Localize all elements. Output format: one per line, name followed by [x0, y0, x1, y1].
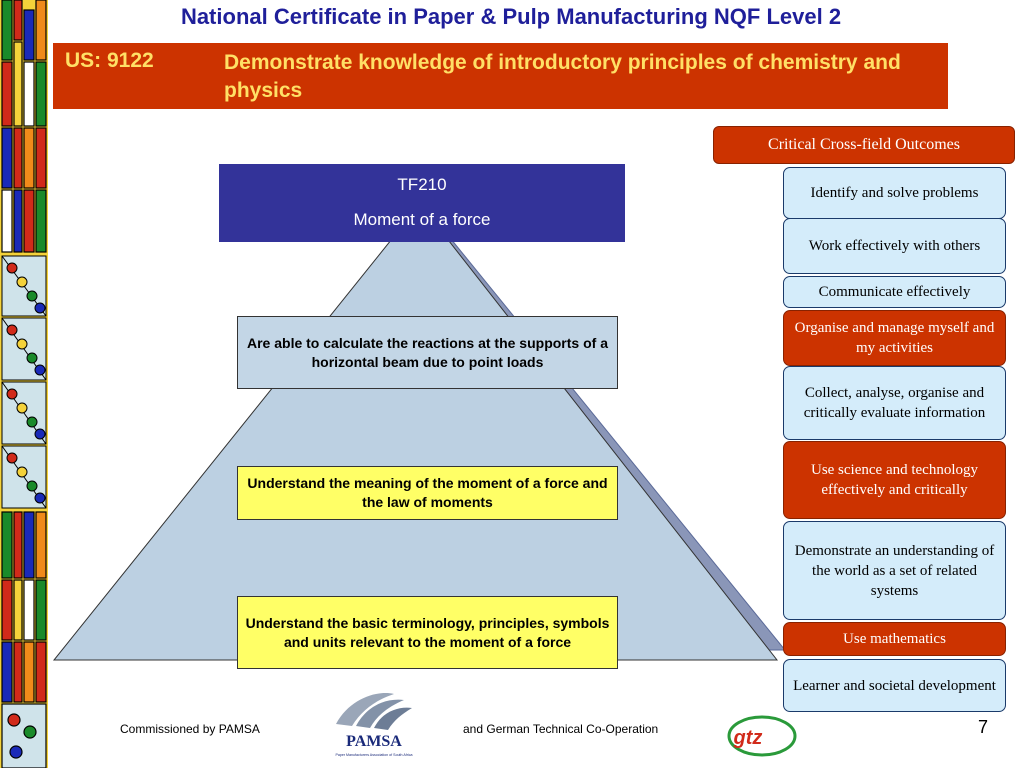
topic-code: TF210	[397, 175, 447, 194]
ccfo-item: Collect, analyse, organise and criticall…	[783, 366, 1006, 440]
slide-title: National Certificate in Paper & Pulp Man…	[180, 4, 842, 29]
gtz-logo-text: gtz	[733, 727, 763, 749]
unit-standard-banner: US: 9122 Demonstrate knowledge of introd…	[53, 43, 948, 109]
ccfo-item: Demonstrate an understanding of the worl…	[783, 521, 1006, 620]
ccfo-item: Learner and societal development	[783, 659, 1006, 712]
topic-name: Moment of a force	[353, 210, 491, 229]
topic-box: TF210 Moment of a force	[219, 164, 625, 242]
outcome-box-middle: Understand the meaning of the moment of …	[237, 466, 618, 520]
pyramid-shape	[52, 203, 779, 661]
ccfo-item-highlighted: Organise and manage myself and my activi…	[783, 310, 1006, 366]
ccfo-item-highlighted: Use science and technology effectively a…	[783, 441, 1006, 519]
outcome-box-bottom: Understand the basic terminology, princi…	[237, 596, 618, 669]
footer-commissioned-text: Commissioned by PAMSA	[120, 722, 260, 736]
ccfo-item-highlighted: Use mathematics	[783, 622, 1006, 656]
unit-description: Demonstrate knowledge of introductory pr…	[224, 51, 901, 102]
page-number: 7	[978, 717, 989, 737]
decorative-border-strip	[0, 0, 48, 768]
ccfo-item: Identify and solve problems	[783, 167, 1006, 219]
outcome-box-top: Are able to calculate the reactions at t…	[237, 316, 618, 389]
pamsa-logo: PAMSA Paper Manufacturers Association of…	[335, 693, 413, 757]
ccfo-item: Communicate effectively	[783, 276, 1006, 308]
ccfo-item: Work effectively with others	[783, 218, 1006, 274]
pamsa-logo-name: PAMSA	[346, 733, 402, 750]
pamsa-logo-subtitle: Paper Manufacturers Association of South…	[335, 753, 412, 757]
gtz-logo: gtz	[727, 715, 797, 757]
unit-code: US: 9122	[65, 49, 154, 72]
footer-cooperation-text: and German Technical Co-Operation	[463, 722, 659, 736]
ccfo-heading: Critical Cross-field Outcomes	[713, 126, 1015, 164]
